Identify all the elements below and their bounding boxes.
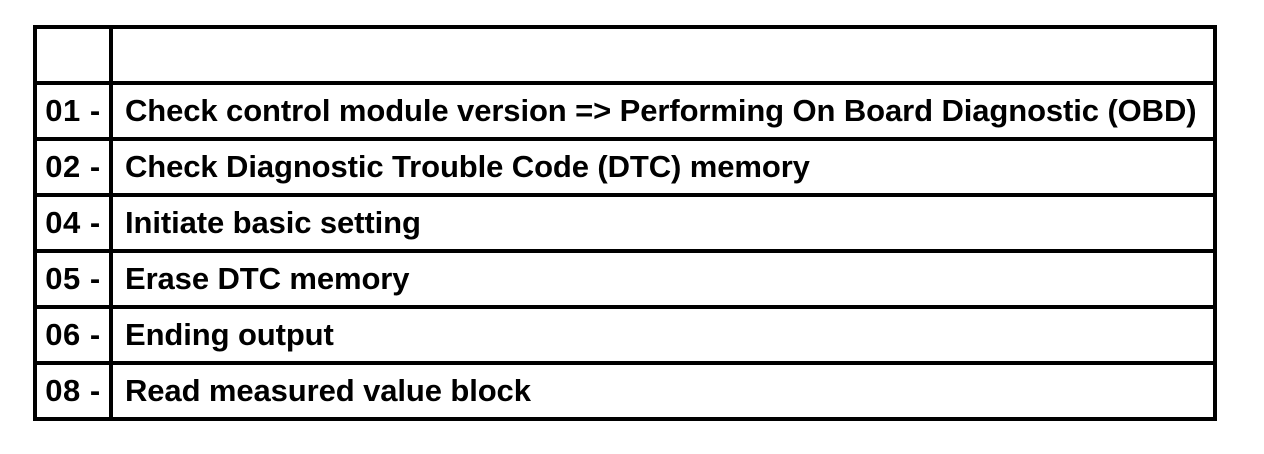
table-body: 01 - Check control module version => Per… bbox=[33, 25, 1217, 421]
row-description-cell: Check control module version => Performi… bbox=[109, 81, 1217, 141]
row-description: Check Diagnostic Trouble Code (DTC) memo… bbox=[125, 150, 810, 184]
row-code: 05 - bbox=[45, 261, 101, 296]
table-row: 02 - Check Diagnostic Trouble Code (DTC)… bbox=[33, 137, 1217, 197]
row-description-cell: Erase DTC memory bbox=[109, 249, 1217, 309]
row-code: 06 - bbox=[45, 317, 101, 352]
row-code: 01 - bbox=[45, 93, 101, 128]
row-description: Erase DTC memory bbox=[125, 262, 410, 296]
row-description: Initiate basic setting bbox=[125, 206, 421, 240]
table-header-row bbox=[33, 25, 1217, 85]
row-code: 08 - bbox=[45, 373, 101, 408]
row-code-cell: 08 - bbox=[33, 361, 113, 421]
row-code-cell: 06 - bbox=[33, 305, 113, 365]
header-cell-code bbox=[33, 25, 113, 85]
table-row: 06 - Ending output bbox=[33, 305, 1217, 365]
row-description-cell: Check Diagnostic Trouble Code (DTC) memo… bbox=[109, 137, 1217, 197]
table-row: 04 - Initiate basic setting bbox=[33, 193, 1217, 253]
row-code: 02 - bbox=[45, 149, 101, 184]
table-row: 08 - Read measured value block bbox=[33, 361, 1217, 421]
row-code-cell: 01 - bbox=[33, 81, 113, 141]
diagnostic-function-table: 01 - Check control module version => Per… bbox=[33, 25, 1217, 421]
header-code-label bbox=[37, 38, 109, 72]
row-code-cell: 02 - bbox=[33, 137, 113, 197]
row-description-cell: Read measured value block bbox=[109, 361, 1217, 421]
header-description-label bbox=[113, 38, 1213, 72]
table-row: 05 - Erase DTC memory bbox=[33, 249, 1217, 309]
row-code-cell: 05 - bbox=[33, 249, 113, 309]
row-description-cell: Initiate basic setting bbox=[109, 193, 1217, 253]
table-row: 01 - Check control module version => Per… bbox=[33, 81, 1217, 141]
row-code: 04 - bbox=[45, 205, 101, 240]
row-description-cell: Ending output bbox=[109, 305, 1217, 365]
row-description: Read measured value block bbox=[125, 374, 531, 408]
row-description: Ending output bbox=[125, 318, 334, 352]
row-code-cell: 04 - bbox=[33, 193, 113, 253]
header-cell-description bbox=[109, 25, 1217, 85]
row-description: Check control module version => Performi… bbox=[125, 94, 1197, 128]
